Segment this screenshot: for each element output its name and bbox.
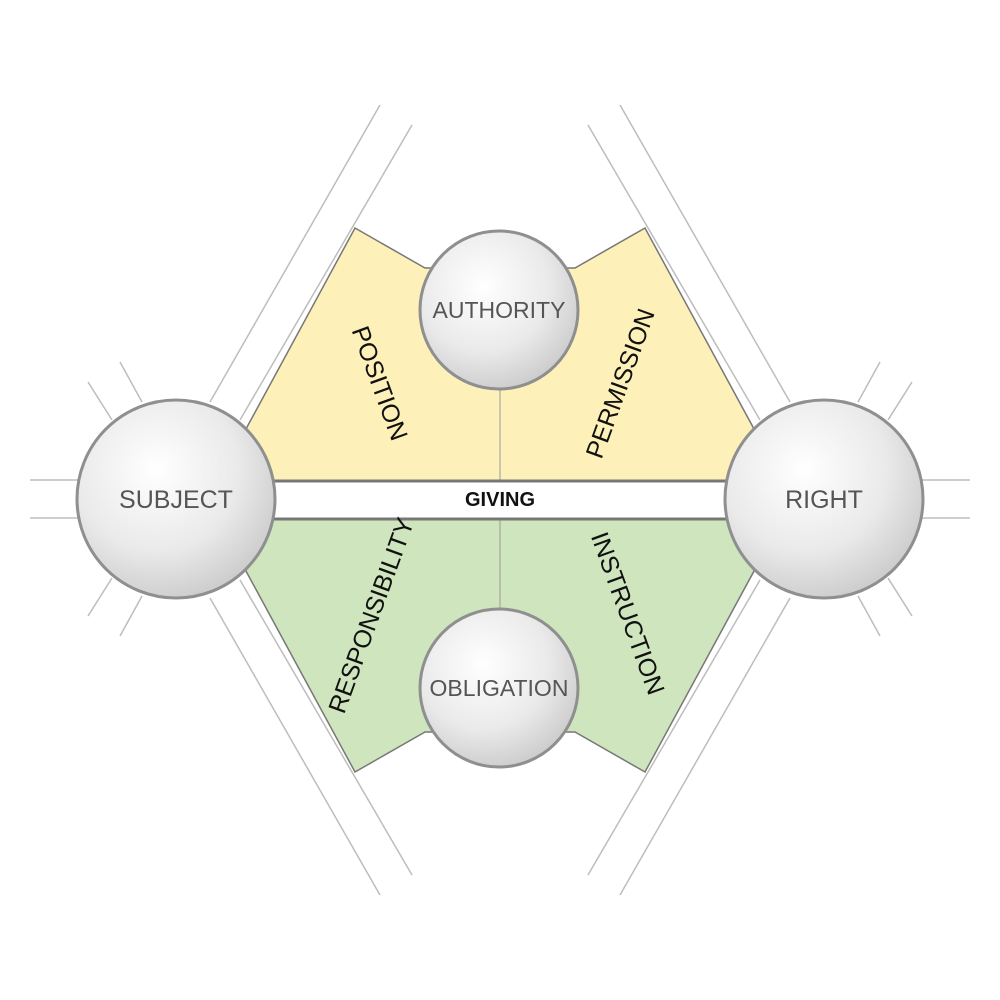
spoke-line — [87, 381, 113, 421]
spoke-line — [119, 361, 143, 403]
subject-node: SUBJECT — [75, 398, 277, 600]
outer-line — [619, 597, 791, 896]
subject-label: SUBJECT — [119, 486, 233, 514]
spoke-line — [887, 381, 913, 421]
outer-line — [619, 104, 791, 403]
spoke-line — [887, 577, 913, 617]
spoke-line — [857, 361, 881, 403]
right-sphere — [723, 398, 925, 600]
authority-node: AUTHORITY — [418, 229, 580, 391]
right-label: RIGHT — [785, 486, 863, 514]
spoke-line — [119, 595, 143, 637]
right-node: RIGHT — [723, 398, 925, 600]
outer-line — [209, 104, 381, 403]
obligation-node: OBLIGATION — [418, 607, 580, 769]
outer-line — [209, 597, 381, 896]
outer-line — [587, 124, 761, 421]
giving-bar-label: GIVING — [465, 489, 535, 511]
giving-bar: GIVING — [268, 479, 732, 521]
outer-line — [587, 579, 761, 876]
obligation-sphere — [418, 607, 580, 769]
subject-sphere — [75, 398, 277, 600]
authority-label: AUTHORITY — [433, 297, 566, 323]
background-lines — [30, 104, 970, 896]
outer-line — [239, 579, 413, 876]
obligation-label: OBLIGATION — [430, 675, 569, 701]
spoke-line — [857, 595, 881, 637]
spoke-line — [87, 577, 113, 617]
outer-line — [239, 124, 413, 421]
authority-sphere — [418, 229, 580, 391]
